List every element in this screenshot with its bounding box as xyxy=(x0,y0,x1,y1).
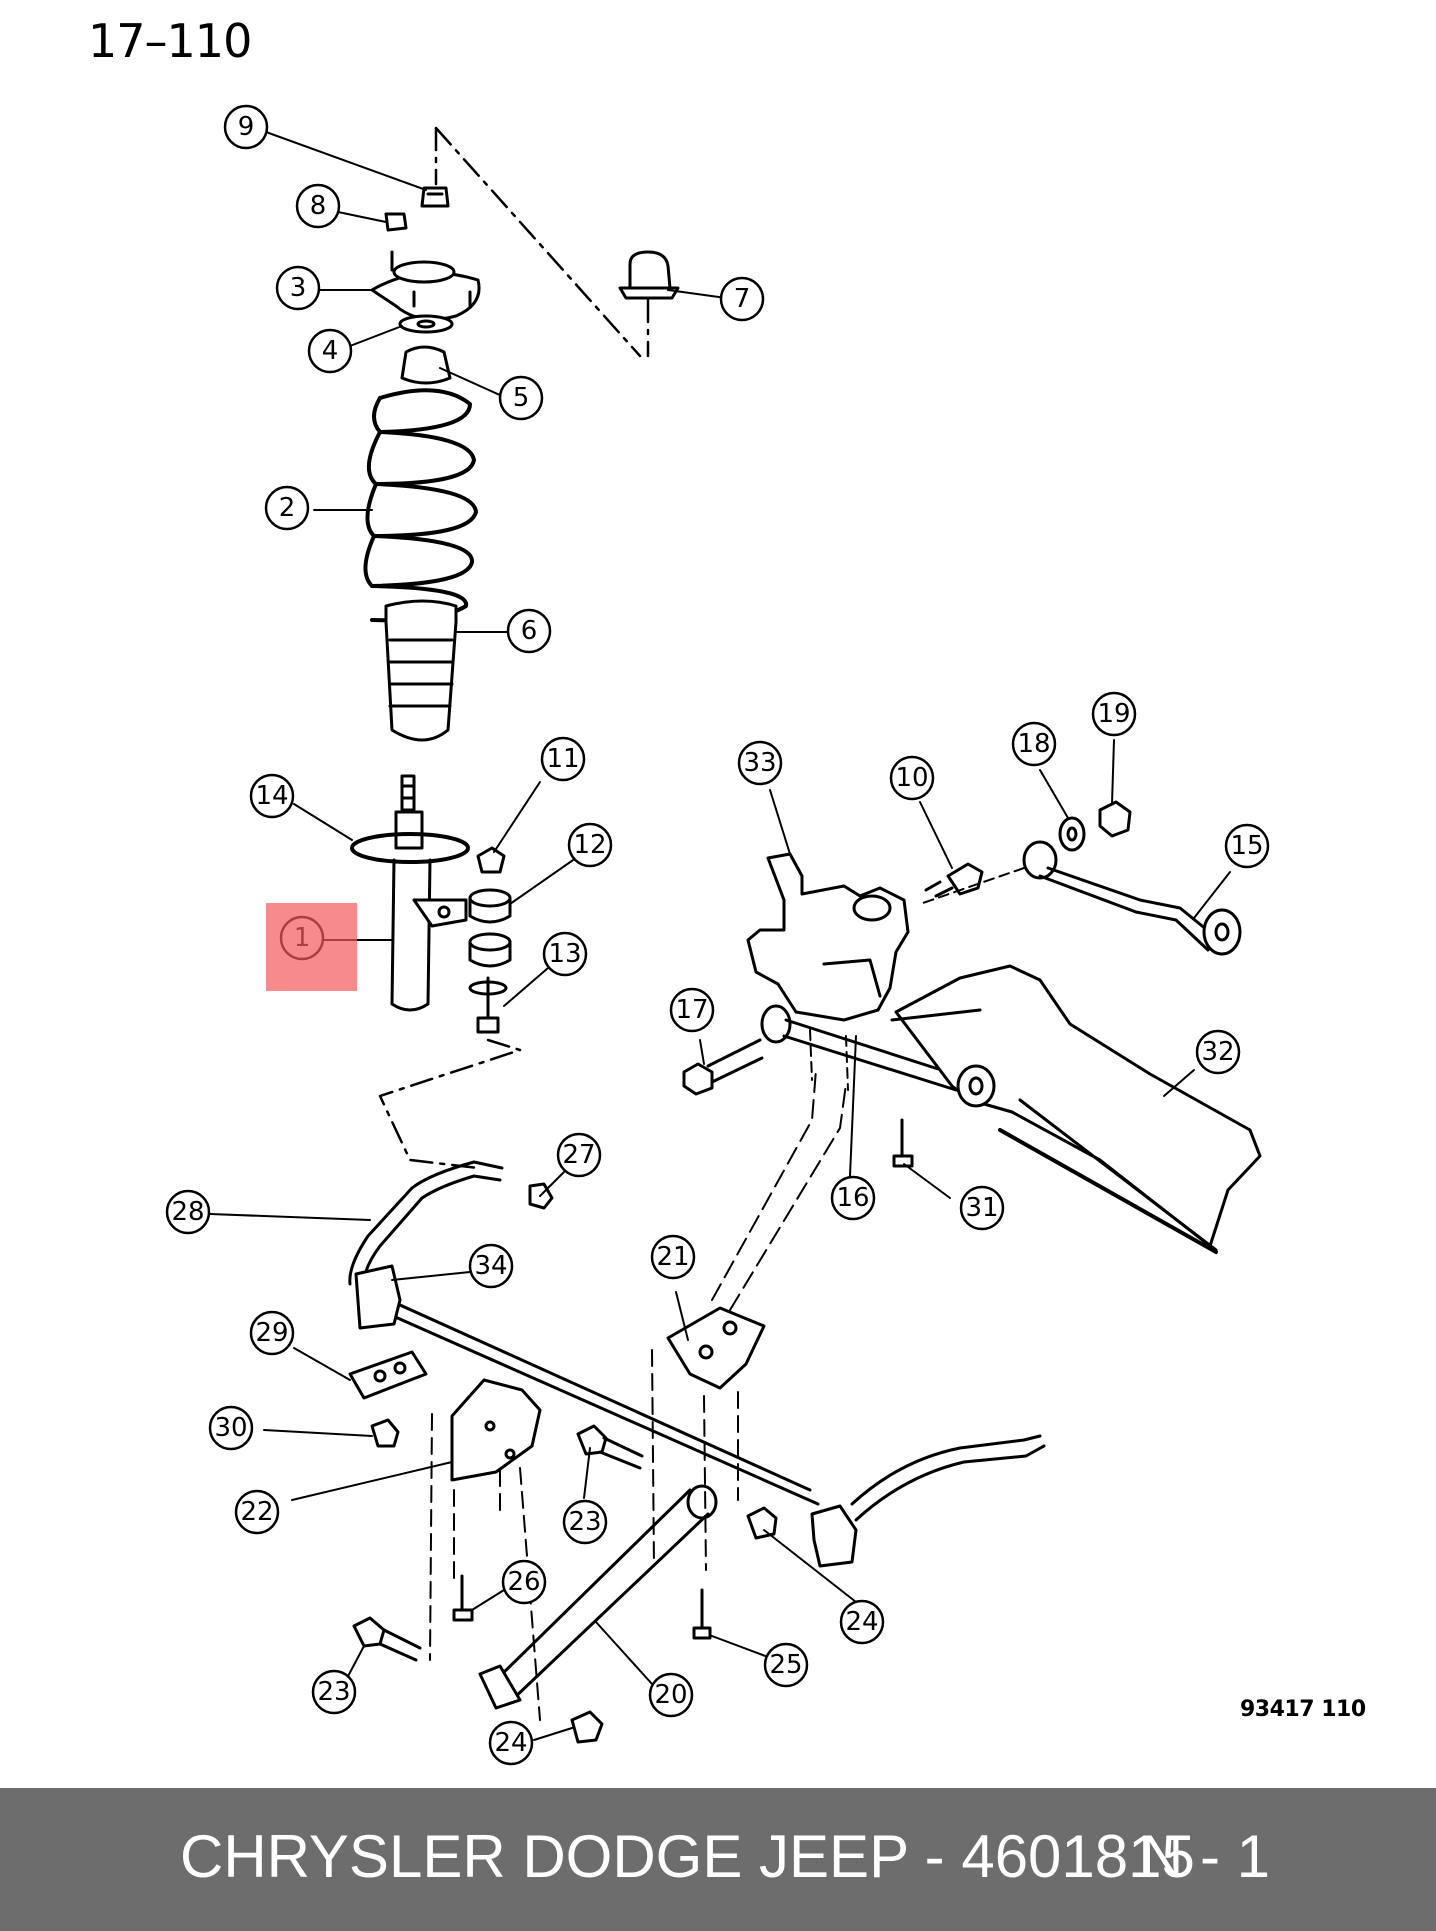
bolt-part-26 xyxy=(452,1574,474,1622)
link-nut-part-11 xyxy=(476,846,506,874)
coil-spring-part-2 xyxy=(363,388,478,623)
strut-mount-part-3 xyxy=(370,250,481,321)
callout-24-lower: 24 xyxy=(494,1728,527,1758)
bushing-part-34 xyxy=(354,1264,402,1330)
link-bolt-part-13 xyxy=(468,976,508,1034)
callout-8: 8 xyxy=(310,191,327,221)
suspension-drawing: 9 8 3 4 5 7 2 6 14 11 12 1 13 33 10 18 1… xyxy=(165,104,1270,1766)
bracket-part-21 xyxy=(666,1306,766,1390)
callout-20: 20 xyxy=(654,1680,687,1710)
callout-2: 2 xyxy=(279,493,296,523)
callout-23-lower: 23 xyxy=(317,1677,350,1707)
footer-part-number: CHRYSLER DODGE JEEP - 4601815 xyxy=(180,1823,1195,1890)
callout-27: 27 xyxy=(562,1140,595,1170)
strut-part-1 xyxy=(350,774,470,1012)
nut-part-19 xyxy=(1098,800,1132,838)
callout-31: 31 xyxy=(965,1193,998,1223)
plate-part-29 xyxy=(348,1350,428,1400)
nut-part-8 xyxy=(384,212,408,232)
callout-26: 26 xyxy=(507,1567,540,1597)
top-nut-part-9 xyxy=(420,186,450,208)
callout-9: 9 xyxy=(238,112,255,142)
crossmember-part-32 xyxy=(890,964,1262,1254)
page-reference: 17–110 xyxy=(88,14,252,68)
callout-33: 33 xyxy=(743,748,776,778)
bolt-part-23-upper xyxy=(576,1424,644,1470)
stabilizer-bar-part-28 xyxy=(348,1160,1046,1522)
callout-22: 22 xyxy=(240,1497,273,1527)
callout-24-right: 24 xyxy=(845,1607,878,1637)
bolt-part-23-lower xyxy=(352,1616,422,1662)
callout-21: 21 xyxy=(656,1242,689,1272)
callout-15: 15 xyxy=(1230,831,1263,861)
washer-part-18 xyxy=(1058,816,1086,852)
callout-16: 16 xyxy=(836,1183,869,1213)
footer-bar: CHRYSLER DODGE JEEP - 4601815 N - 1 xyxy=(0,1788,1436,1931)
bushing-right xyxy=(810,1504,858,1568)
callout-10: 10 xyxy=(895,763,928,793)
bolt-part-17 xyxy=(682,1038,764,1096)
callout-25: 25 xyxy=(769,1650,802,1680)
callout-6: 6 xyxy=(521,616,538,646)
callout-18: 18 xyxy=(1017,729,1050,759)
bracket-part-22 xyxy=(450,1378,542,1482)
dust-boot-part-6 xyxy=(384,599,458,742)
callout-labels: 9 8 3 4 5 7 2 6 14 11 12 1 13 33 10 18 1… xyxy=(171,112,1263,1758)
knuckle-part-33 xyxy=(746,852,910,1022)
callout-17: 17 xyxy=(675,995,708,1025)
dust-cap-part-7 xyxy=(618,250,680,300)
callout-29: 29 xyxy=(255,1318,288,1348)
nut-part-24 xyxy=(570,1506,778,1744)
exploded-parts-diagram: 17–110 xyxy=(88,14,1367,1766)
jounce-bumper-part-5 xyxy=(400,345,452,385)
bushing-part-12 xyxy=(468,888,512,968)
callout-7: 7 xyxy=(734,284,751,314)
callout-32: 32 xyxy=(1201,1037,1234,1067)
leader-lines xyxy=(209,131,1231,1741)
selected-part-highlight xyxy=(266,903,357,991)
callout-12: 12 xyxy=(573,830,606,860)
callout-4: 4 xyxy=(322,336,339,366)
lateral-link-part-15 xyxy=(1022,840,1242,956)
callout-14: 14 xyxy=(255,781,288,811)
callout-34: 34 xyxy=(474,1251,507,1281)
callout-19: 19 xyxy=(1097,699,1130,729)
callout-3: 3 xyxy=(290,273,307,303)
callout-30: 30 xyxy=(214,1413,247,1443)
bolt-part-31 xyxy=(892,1118,914,1168)
callout-circles xyxy=(165,104,1270,1766)
callout-11: 11 xyxy=(546,744,579,774)
bearing-part-4 xyxy=(398,314,454,334)
drawing-code: 93417 110 xyxy=(1240,1697,1366,1722)
trailing-link-part-16 xyxy=(760,1004,962,1092)
callout-5: 5 xyxy=(513,383,530,413)
nut-part-30 xyxy=(370,1418,400,1448)
callout-13: 13 xyxy=(548,939,581,969)
footer-page-indicator: N - 1 xyxy=(1140,1823,1271,1890)
lower-link-part-20 xyxy=(478,1484,718,1710)
callout-23-upper: 23 xyxy=(568,1507,601,1537)
bolt-part-25 xyxy=(692,1588,712,1640)
callout-28: 28 xyxy=(171,1197,204,1227)
